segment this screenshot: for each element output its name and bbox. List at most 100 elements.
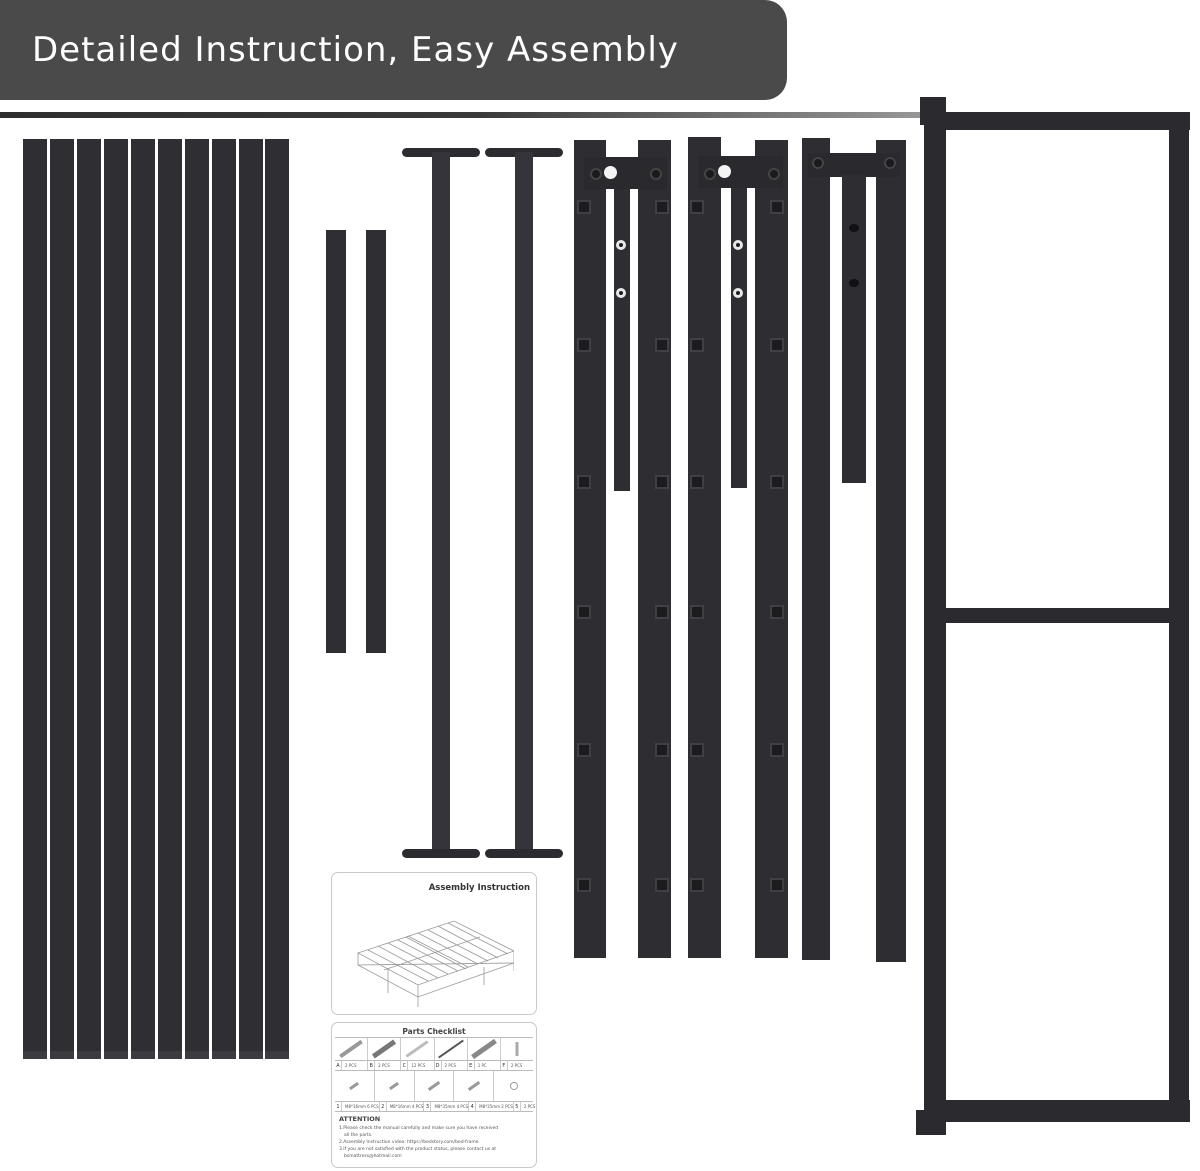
nut-icon (508, 1080, 520, 1092)
slat (50, 139, 74, 1059)
rail-icon (372, 1039, 397, 1059)
hardware-image-row (335, 1071, 533, 1102)
bolt-icon (650, 168, 662, 180)
manual-cover-page: Assembly Instruction (331, 872, 537, 1015)
leg-foot-plate (485, 849, 563, 858)
slat-hook (770, 475, 784, 489)
slat-hook (655, 475, 669, 489)
screw-icon (349, 1081, 360, 1091)
part-e-image (468, 1038, 501, 1060)
leg-icon (515, 1042, 519, 1056)
side-rail (574, 140, 606, 958)
slat-hook (690, 338, 704, 352)
slat-hook (655, 605, 669, 619)
part-letter: E (468, 1061, 475, 1070)
part-qty: 2 PCS (444, 1063, 457, 1068)
slat-hook (690, 605, 704, 619)
short-slat (326, 230, 346, 653)
label-sticker (604, 166, 617, 179)
hardware-number: 3 (424, 1102, 432, 1111)
center-connector (842, 175, 866, 483)
slat-hook (655, 338, 669, 352)
slat (158, 139, 182, 1059)
bolt-icon (768, 168, 780, 180)
slat-hook (577, 338, 591, 352)
bolt-hole (849, 224, 859, 232)
slat-hook (655, 743, 669, 757)
slat (265, 139, 289, 1059)
bolt-hole (849, 279, 859, 287)
part-qty: 1 PC (477, 1063, 487, 1068)
part-letter: A (335, 1061, 342, 1070)
support-leg (432, 152, 450, 852)
slat-hook (577, 475, 591, 489)
slat-hook (655, 878, 669, 892)
hardware-3-image (415, 1071, 455, 1101)
label-sticker (718, 165, 731, 178)
bolt-icon (812, 157, 824, 169)
part-c-image (401, 1038, 435, 1060)
part-a-image (335, 1038, 369, 1060)
bed-frame-sketch-icon (356, 920, 514, 1007)
hardware-spec: M8*35mm 4 PCS (434, 1104, 469, 1109)
slat-hook (577, 605, 591, 619)
part-letter: C (401, 1061, 409, 1070)
slat-hook (577, 878, 591, 892)
screw-icon (467, 1081, 480, 1091)
part-qty: 2 PCS (510, 1063, 523, 1068)
hardware-5-image (494, 1071, 533, 1101)
part-letter: F (501, 1061, 508, 1070)
short-slat (366, 230, 386, 653)
attention-line: bsmattress@hotmail.com (344, 1154, 402, 1159)
bolt-icon (590, 168, 602, 180)
center-connector (731, 188, 747, 488)
grommet (733, 240, 743, 250)
hardware-number: 2 (380, 1102, 387, 1111)
hardware-spec: M8*35mm 2 PCS (479, 1104, 513, 1109)
frame-icon (470, 1038, 497, 1060)
side-rail (802, 138, 830, 960)
slat-icon (405, 1040, 429, 1058)
hardware-spec: 2 PCS (523, 1104, 536, 1109)
frame-post-right (1169, 112, 1189, 1120)
banner-title: Detailed Instruction, Easy Assembly (32, 30, 679, 70)
slat (131, 139, 155, 1059)
screw-icon (427, 1081, 441, 1091)
bolt-icon (884, 157, 896, 169)
slat (77, 139, 101, 1059)
leg-foot-plate (402, 849, 480, 858)
hardware-4-image (454, 1071, 495, 1101)
part-qty: 2 PCS (345, 1063, 357, 1068)
checklist-title: Parts Checklist (335, 1025, 533, 1038)
slat-hook (770, 605, 784, 619)
slat (104, 139, 128, 1059)
frame-corner-cap (920, 97, 946, 125)
center-connector (614, 189, 630, 491)
grommet (616, 240, 626, 250)
hardware-spec: M8*16mm 6 PCS (345, 1104, 379, 1109)
part-b-image (368, 1038, 402, 1060)
parts-image-row (335, 1038, 533, 1061)
bar-icon (437, 1039, 464, 1059)
part-f-image (501, 1038, 533, 1060)
side-rail (688, 137, 721, 958)
slat-hook (690, 743, 704, 757)
side-rail (755, 140, 788, 958)
attention-line: all the parts. (344, 1133, 373, 1138)
side-rail (638, 140, 671, 958)
slat-hook (770, 338, 784, 352)
hardware-number: 5 (514, 1102, 521, 1111)
support-leg (515, 152, 533, 852)
